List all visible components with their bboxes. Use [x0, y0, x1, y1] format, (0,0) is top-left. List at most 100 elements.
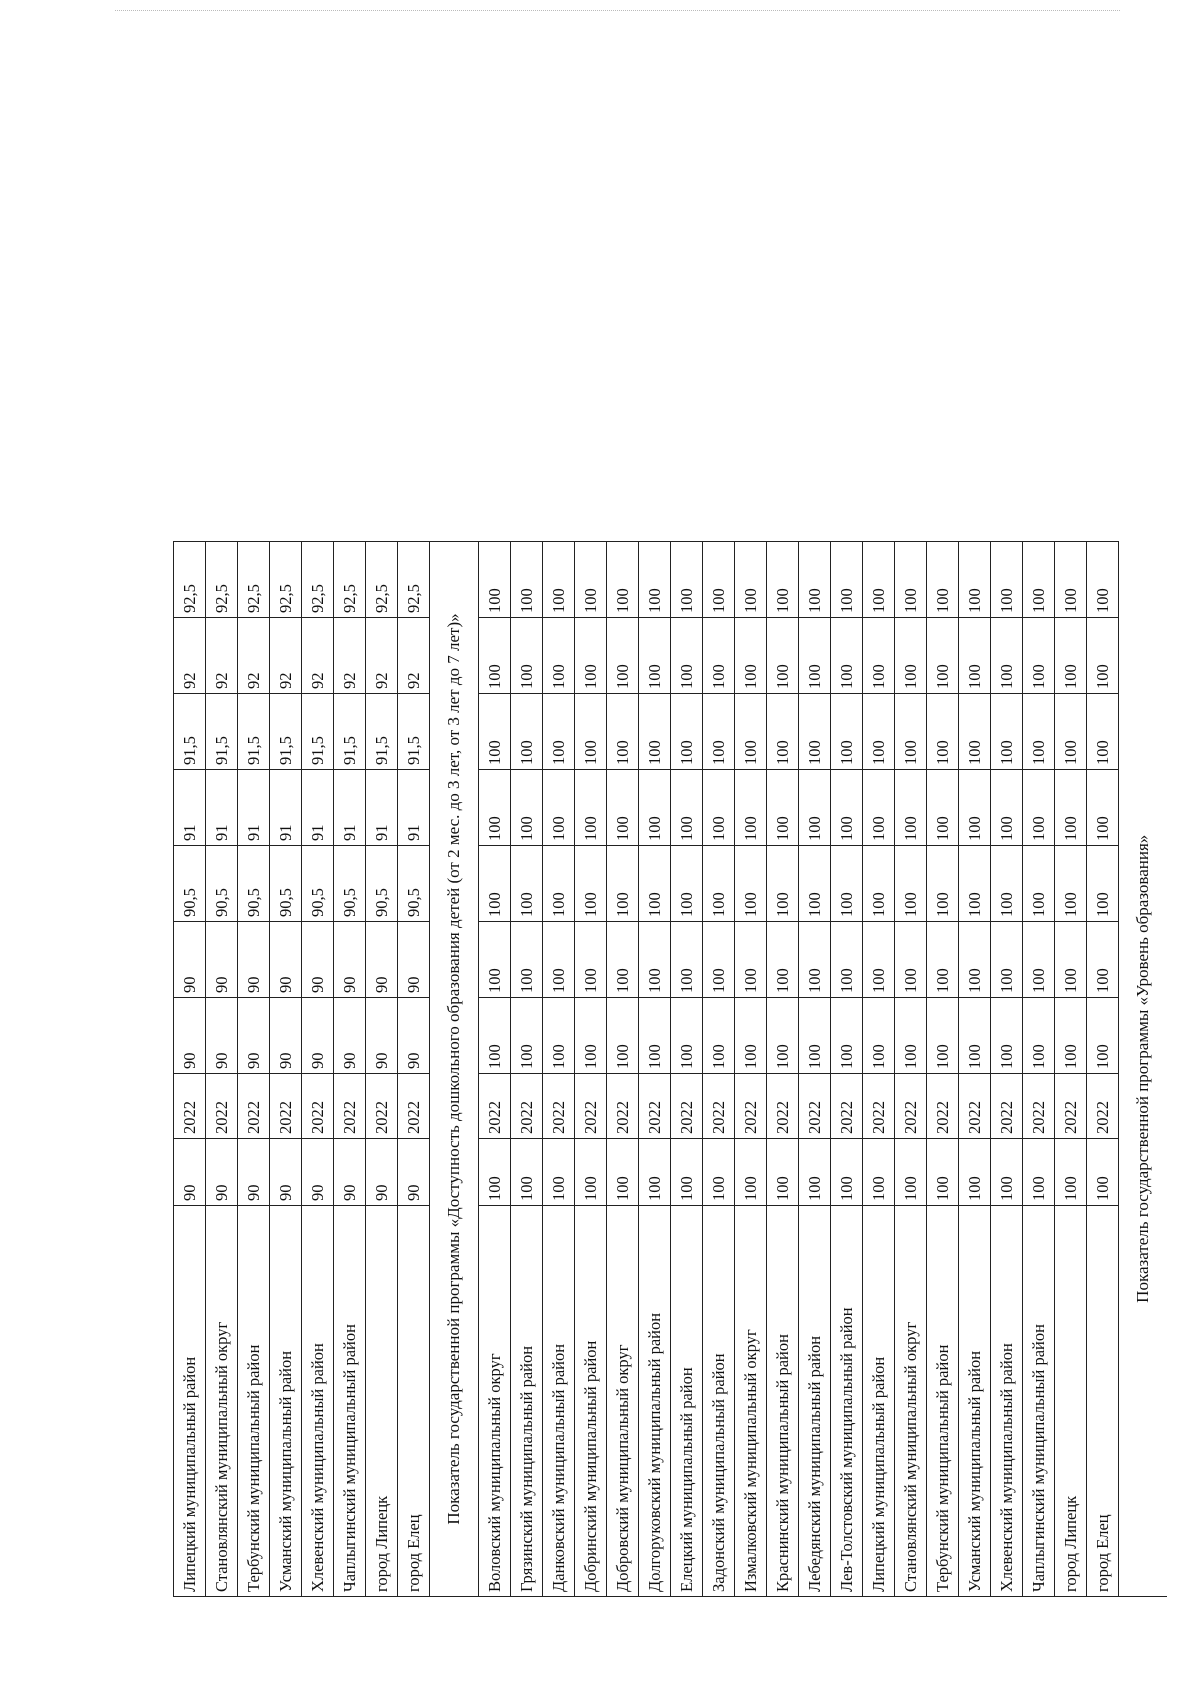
value-cell: 100: [574, 541, 607, 618]
value-cell: 100: [766, 769, 799, 846]
value-cell: 100: [574, 1138, 607, 1206]
value-cell: 90: [397, 997, 430, 1074]
municipality-name-cell: Добринский муниципальный район: [574, 1205, 607, 1597]
value-cell: 100: [830, 997, 863, 1074]
value-cell: 100: [894, 541, 927, 618]
value-cell: 100: [958, 1138, 991, 1206]
value-cell: 91: [333, 769, 366, 846]
value-cell: 2022: [574, 1073, 607, 1139]
value-cell: 100: [830, 845, 863, 922]
value-cell: 100: [574, 769, 607, 846]
value-cell: 100: [926, 693, 959, 770]
value-cell: 92,5: [173, 541, 206, 618]
municipality-name-cell: Хлевенский муниципальный район: [301, 1205, 334, 1597]
value-cell: 90: [365, 921, 398, 998]
value-cell: 100: [542, 845, 575, 922]
value-cell: 100: [542, 541, 575, 618]
value-cell: 100: [798, 845, 831, 922]
value-cell: 100: [734, 769, 767, 846]
value-cell: 100: [958, 921, 991, 998]
value-cell: 2022: [830, 1073, 863, 1139]
value-cell: 100: [830, 693, 863, 770]
value-cell: 92: [397, 617, 430, 694]
municipality-name-cell: Хлевенский муниципальный район: [990, 1205, 1023, 1597]
section-title: Показатель государственной программы «Ур…: [1118, 541, 1167, 1597]
municipality-name-cell: Грязинский муниципальный район: [510, 1205, 543, 1597]
value-cell: 100: [830, 921, 863, 998]
value-cell: 100: [478, 997, 511, 1074]
value-cell: 100: [926, 769, 959, 846]
value-cell: 92,5: [301, 541, 334, 618]
value-cell: 100: [542, 1138, 575, 1206]
municipality-name-cell: Задонский муниципальный район: [702, 1205, 735, 1597]
value-cell: 92,5: [397, 541, 430, 618]
municipality-name-cell: Долгоруковский муниципальный район: [638, 1205, 671, 1597]
value-cell: 90: [397, 921, 430, 998]
value-cell: 90: [269, 921, 302, 998]
value-cell: 2022: [990, 1073, 1023, 1139]
value-cell: 100: [670, 1138, 703, 1206]
value-cell: 100: [830, 769, 863, 846]
value-cell: 100: [926, 845, 959, 922]
value-cell: 100: [830, 1138, 863, 1206]
value-cell: 100: [990, 921, 1023, 998]
value-cell: 100: [510, 845, 543, 922]
value-cell: 2022: [894, 1073, 927, 1139]
value-cell: 100: [798, 617, 831, 694]
value-cell: 100: [798, 769, 831, 846]
value-cell: 100: [478, 845, 511, 922]
value-cell: 90: [173, 997, 206, 1074]
value-cell: 2022: [1086, 1073, 1119, 1139]
value-cell: 100: [990, 693, 1023, 770]
value-cell: 100: [990, 617, 1023, 694]
municipality-name-cell: город Елец: [397, 1205, 430, 1597]
value-cell: 100: [894, 769, 927, 846]
municipality-name-cell: Становлянский муниципальный округ: [894, 1205, 927, 1597]
value-cell: 90: [237, 1138, 270, 1206]
value-cell: 2022: [798, 1073, 831, 1139]
value-cell: 100: [926, 997, 959, 1074]
value-cell: 90: [333, 921, 366, 998]
value-cell: 92,5: [205, 541, 238, 618]
value-cell: 2022: [734, 1073, 767, 1139]
value-cell: 100: [606, 541, 639, 618]
value-cell: 100: [638, 617, 671, 694]
value-cell: 90,5: [173, 845, 206, 922]
value-cell: 100: [894, 997, 927, 1074]
value-cell: 100: [638, 769, 671, 846]
value-cell: 100: [734, 617, 767, 694]
value-cell: 100: [958, 693, 991, 770]
value-cell: 100: [670, 921, 703, 998]
value-cell: 100: [574, 617, 607, 694]
value-cell: 100: [766, 997, 799, 1074]
value-cell: 100: [766, 845, 799, 922]
value-cell: 100: [542, 769, 575, 846]
value-cell: 100: [862, 617, 895, 694]
value-cell: 2022: [333, 1073, 366, 1139]
value-cell: 100: [510, 997, 543, 1074]
value-cell: 100: [1022, 997, 1055, 1074]
value-cell: 100: [734, 997, 767, 1074]
value-cell: 90: [237, 997, 270, 1074]
value-cell: 100: [574, 921, 607, 998]
value-cell: 100: [894, 693, 927, 770]
value-cell: 100: [1086, 617, 1119, 694]
value-cell: 100: [1086, 1138, 1119, 1206]
municipality-name-cell: Становлянский муниципальный округ: [205, 1205, 238, 1597]
value-cell: 2022: [1022, 1073, 1055, 1139]
value-cell: 90: [365, 997, 398, 1074]
value-cell: 100: [1054, 845, 1087, 922]
municipality-name-cell: Тербунский муниципальный район: [237, 1205, 270, 1597]
value-cell: 100: [990, 1138, 1023, 1206]
